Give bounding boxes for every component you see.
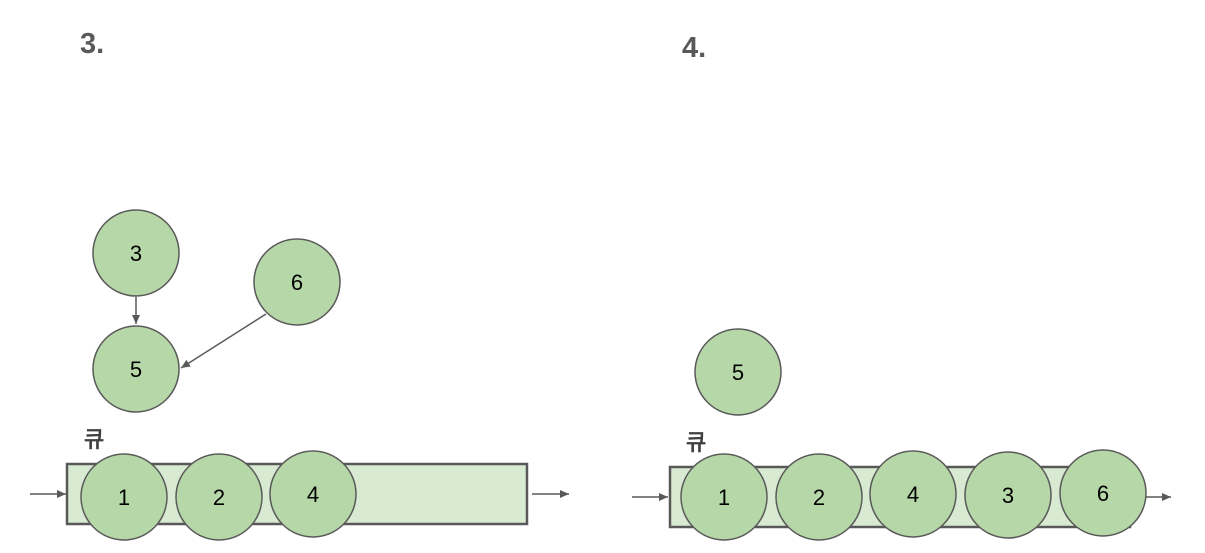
step-label-4: 4. [682, 32, 707, 64]
svg-text:4: 4 [307, 482, 319, 507]
svg-text:5: 5 [732, 360, 744, 385]
graph-node: 5 [92, 325, 180, 413]
queue-node: 4 [269, 450, 357, 538]
edge-6-to-5 [180, 313, 267, 369]
svg-text:4: 4 [907, 482, 919, 507]
queue-node: 3 [964, 451, 1052, 539]
svg-text:5: 5 [130, 357, 142, 382]
queue-node: 2 [775, 453, 863, 541]
svg-text:2: 2 [813, 485, 825, 510]
svg-text:6: 6 [291, 270, 303, 295]
graph-node: 6 [253, 238, 341, 326]
panel-3: 3 6 5 큐 1 2 4 [30, 209, 569, 541]
queue-node: 1 [80, 453, 168, 541]
svg-text:3: 3 [130, 241, 142, 266]
queue-label: 큐 [686, 431, 706, 456]
queue-node: 4 [869, 450, 957, 538]
queue-node: 6 [1059, 449, 1147, 537]
panel-4: 5 큐 1 2 4 3 6 [632, 328, 1171, 541]
svg-text:2: 2 [213, 485, 225, 510]
queue-node: 2 [175, 453, 263, 541]
svg-text:6: 6 [1097, 481, 1109, 506]
step-label-3: 3. [80, 28, 105, 60]
svg-text:3: 3 [1002, 483, 1014, 508]
queue-node: 1 [680, 453, 768, 541]
graph-node: 5 [694, 328, 782, 416]
svg-text:1: 1 [118, 485, 130, 510]
queue-label: 큐 [84, 428, 104, 453]
svg-text:1: 1 [718, 485, 730, 510]
graph-node: 3 [92, 209, 180, 297]
